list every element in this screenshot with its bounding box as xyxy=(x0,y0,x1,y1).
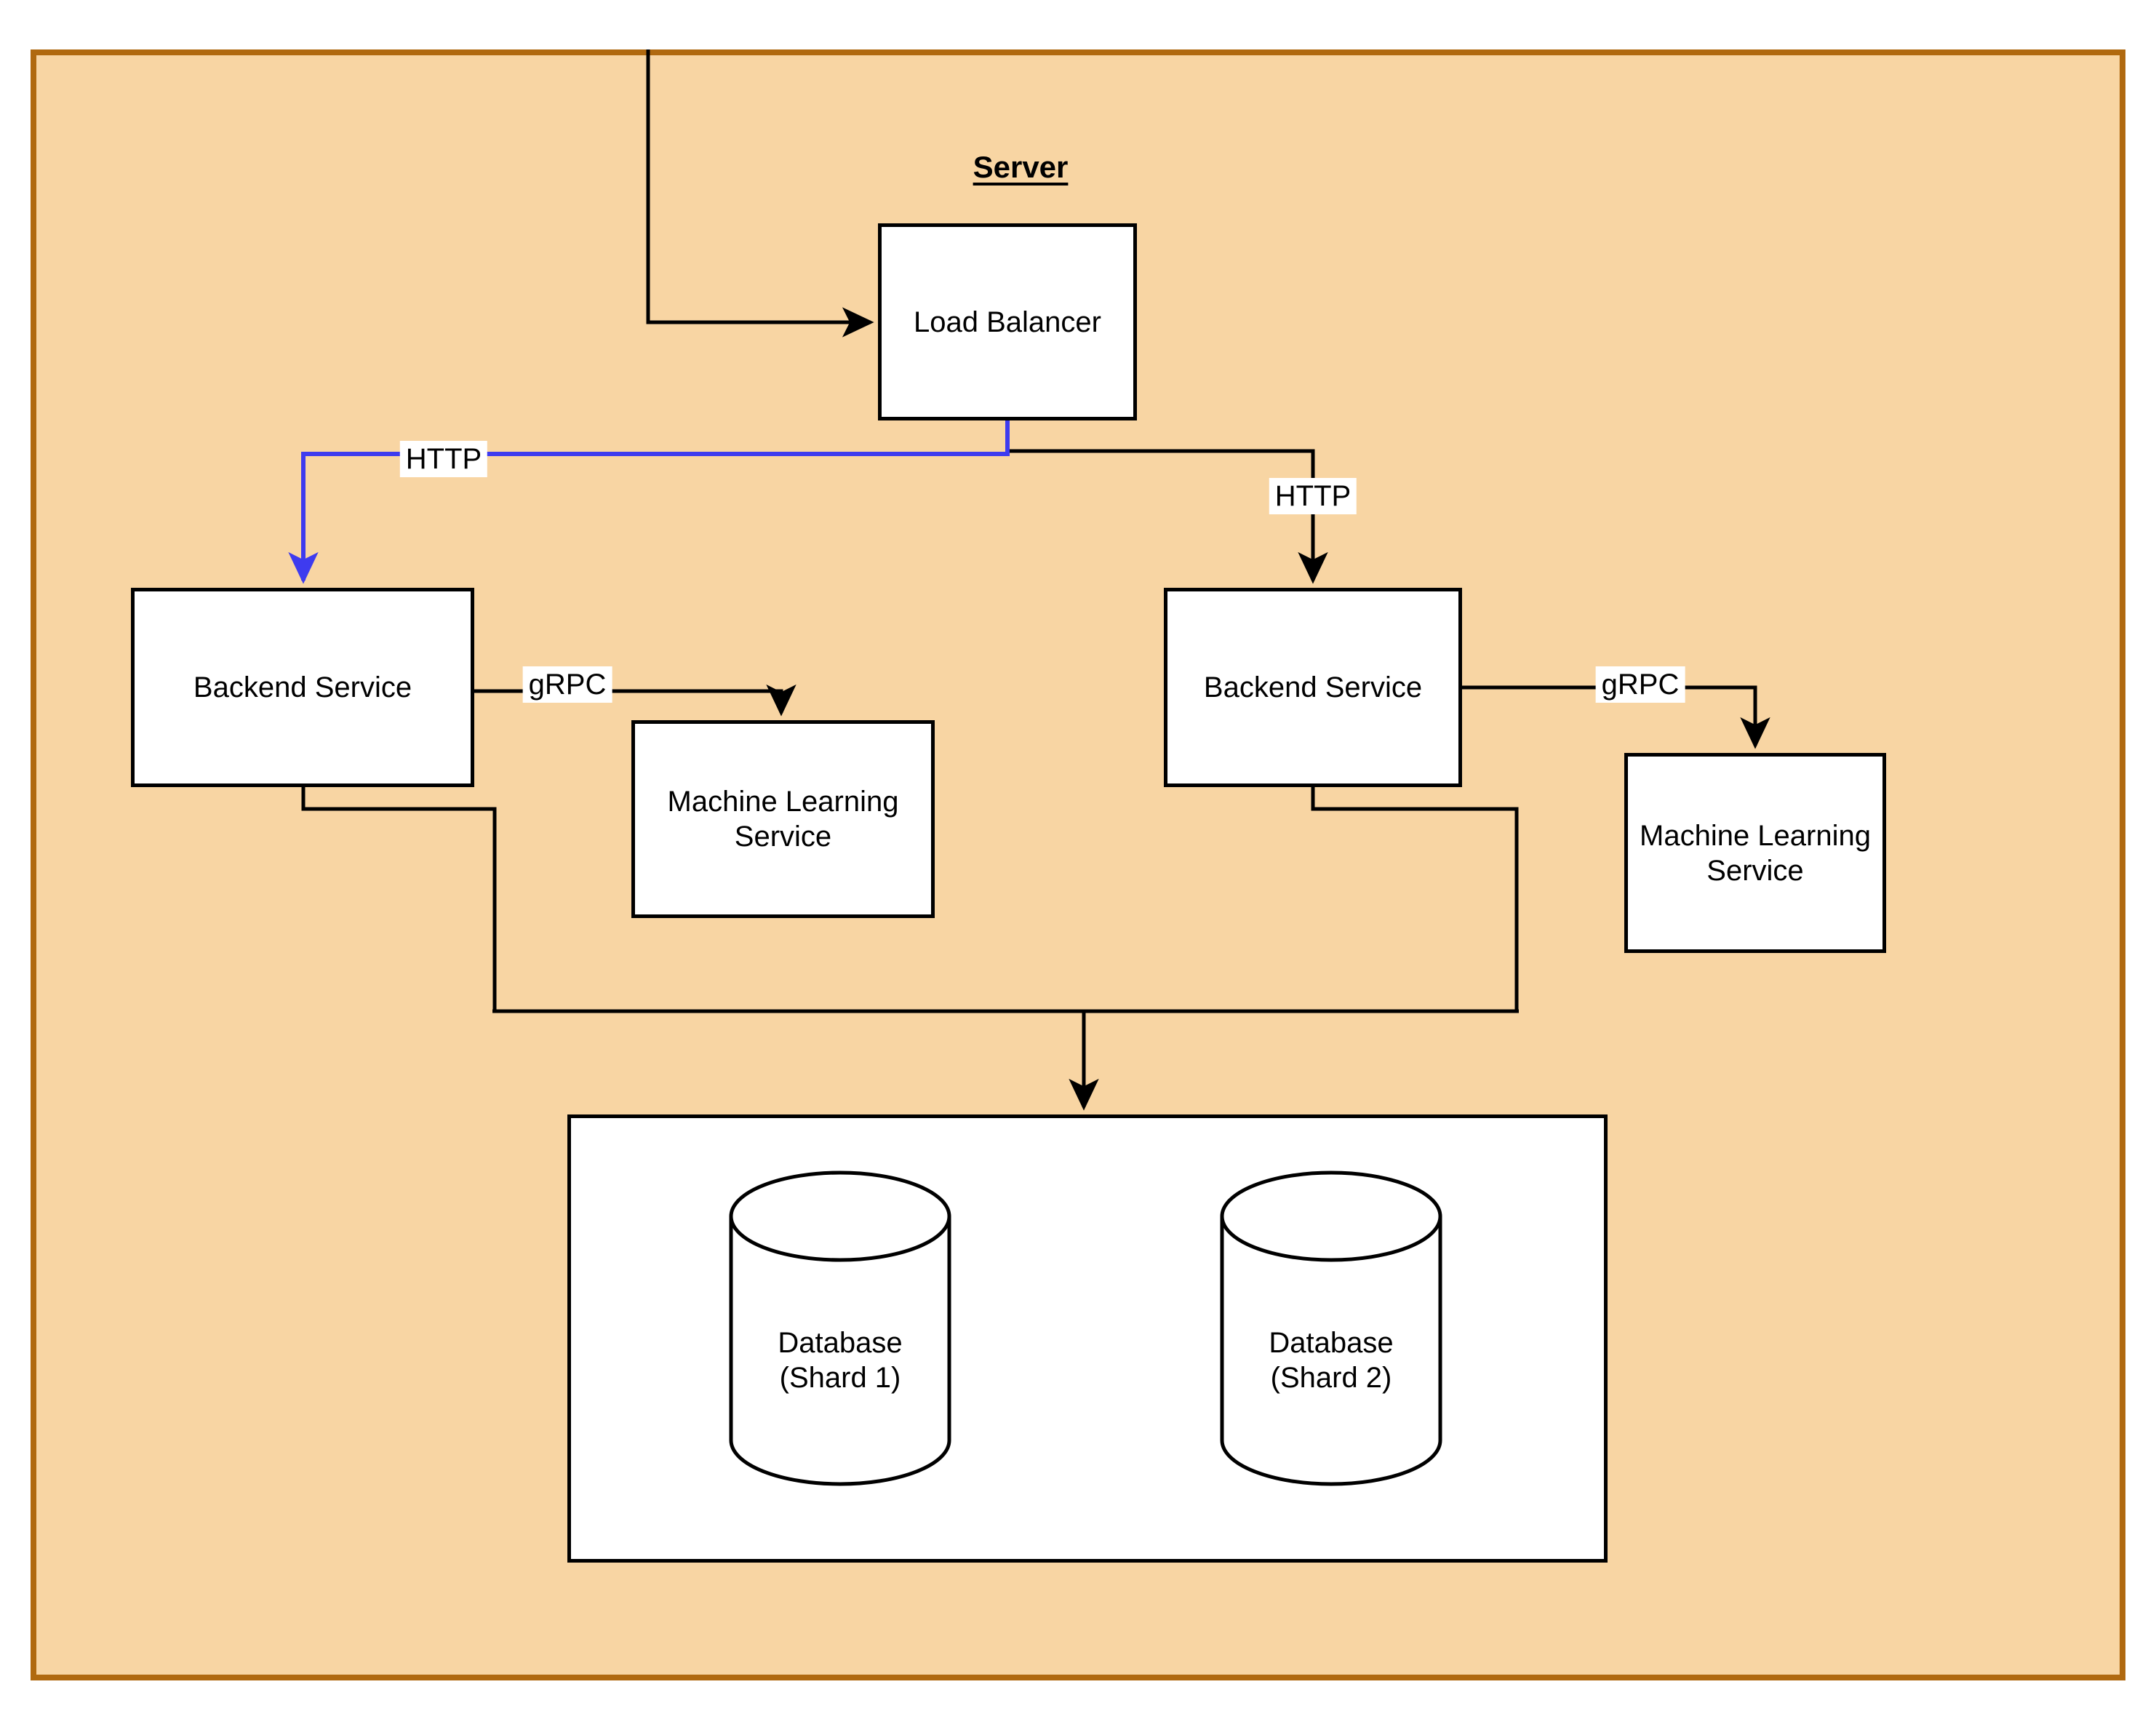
edge-entry-to-load-balancer xyxy=(646,49,874,338)
edge-backend-left-to-bus xyxy=(301,787,497,1013)
node-backend-service-left xyxy=(131,588,474,787)
node-ml-service-right xyxy=(1624,753,1886,953)
node-backend-service-right xyxy=(1164,588,1462,787)
cylinder-shard-1-body xyxy=(729,1216,951,1486)
edge-http-left xyxy=(288,420,1010,584)
edge-http-right xyxy=(1005,420,1328,584)
cylinder-shard-1 xyxy=(729,1170,951,1486)
cylinder-shard-2 xyxy=(1220,1170,1442,1486)
edge-grpc-left xyxy=(474,684,796,717)
node-ml-service-left xyxy=(631,720,935,918)
cylinder-shard-1-top xyxy=(729,1170,951,1262)
node-load-balancer xyxy=(878,223,1137,420)
edge-grpc-right xyxy=(1462,685,1770,749)
cylinder-shard-2-top xyxy=(1220,1170,1442,1262)
cylinder-shard-2-body xyxy=(1220,1216,1442,1486)
edge-backend-right-to-bus xyxy=(1311,787,1519,1013)
